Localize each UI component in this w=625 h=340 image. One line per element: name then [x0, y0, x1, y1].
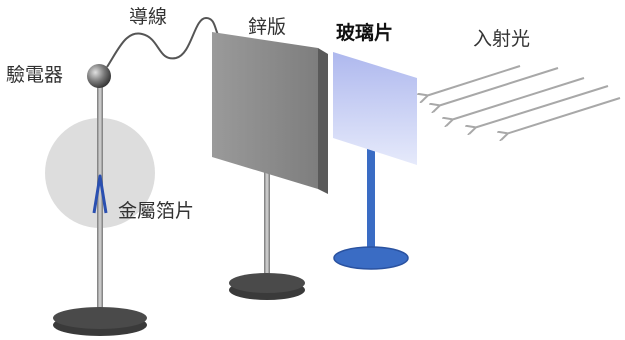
electroscope-label: 驗電器 [6, 64, 64, 86]
electroscope-rod [97, 82, 103, 314]
light-ray-5 [506, 97, 621, 134]
zinc-plate-stand [264, 168, 270, 286]
incident-light-rays [426, 65, 621, 134]
incident-light-label: 入射光 [473, 28, 531, 50]
glass-plate-assembly [333, 52, 417, 270]
connecting-wire [106, 16, 223, 68]
wire-label: 導線 [129, 6, 168, 28]
light-ray-4 [474, 85, 609, 128]
glass-plate [333, 52, 417, 165]
zinc-plate [212, 32, 318, 189]
electroscope-base-top [53, 307, 147, 329]
zinc-plate-edge [318, 48, 328, 194]
light-ray-3 [451, 77, 585, 120]
zinc-plate-base-top [229, 273, 305, 293]
electroscope [45, 64, 155, 336]
electroscope-ball [87, 64, 111, 88]
light-ray-2 [438, 67, 559, 106]
metal-foil [92, 174, 108, 214]
zinc-plate-label: 鋅版 [248, 16, 287, 38]
glass-plate-label: 玻璃片 [336, 22, 394, 44]
zinc-plate-assembly [212, 32, 328, 300]
light-ray-1 [426, 65, 521, 96]
glass-plate-base [333, 246, 409, 270]
metal-foil-label: 金屬箔片 [118, 200, 195, 222]
glass-plate-stand [367, 140, 375, 258]
